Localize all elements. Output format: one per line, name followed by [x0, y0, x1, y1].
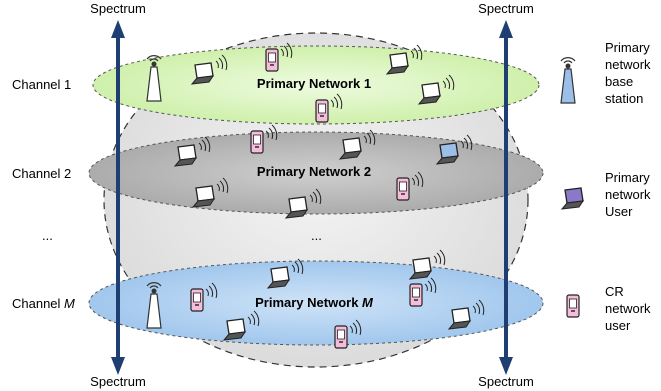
legend-base-station-label: Primary network base station [605, 40, 654, 106]
channel-1-label: Channel 1 [12, 77, 71, 92]
middle-ellipsis-label: ... [311, 228, 322, 243]
legend-base-station-icon [560, 57, 576, 104]
spectrum-arrow-right-top-head [499, 20, 513, 38]
primary-network-1-title: Primary Network 1 [257, 76, 371, 91]
legend-primary-user-icon [561, 187, 584, 210]
legend-cr-user-icon [566, 294, 580, 318]
spectrum-label-bottom-left: Spectrum [90, 374, 146, 389]
primary-network-m-title: Primary Network M [255, 295, 374, 310]
spectrum-label-top-right: Spectrum [478, 1, 534, 16]
spectrum-arrow-right-bottom-head [499, 357, 513, 375]
channel-2-label: Channel 2 [12, 166, 71, 181]
legend-primary-user-label: Primary network User [605, 170, 654, 219]
spectrum-label-bottom-right: Spectrum [478, 374, 534, 389]
primary-network-2-title: Primary Network 2 [257, 164, 371, 179]
legend-cr-user-label: CR network user [605, 284, 654, 333]
spectrum-arrow-left-top-head [111, 20, 125, 38]
spectrum-label-top-left: Spectrum [90, 1, 146, 16]
channel-ellipsis-label: ... [42, 228, 53, 243]
channel-m-label: Channel M [12, 296, 75, 311]
spectrum-arrow-left-bottom-head [111, 357, 125, 375]
